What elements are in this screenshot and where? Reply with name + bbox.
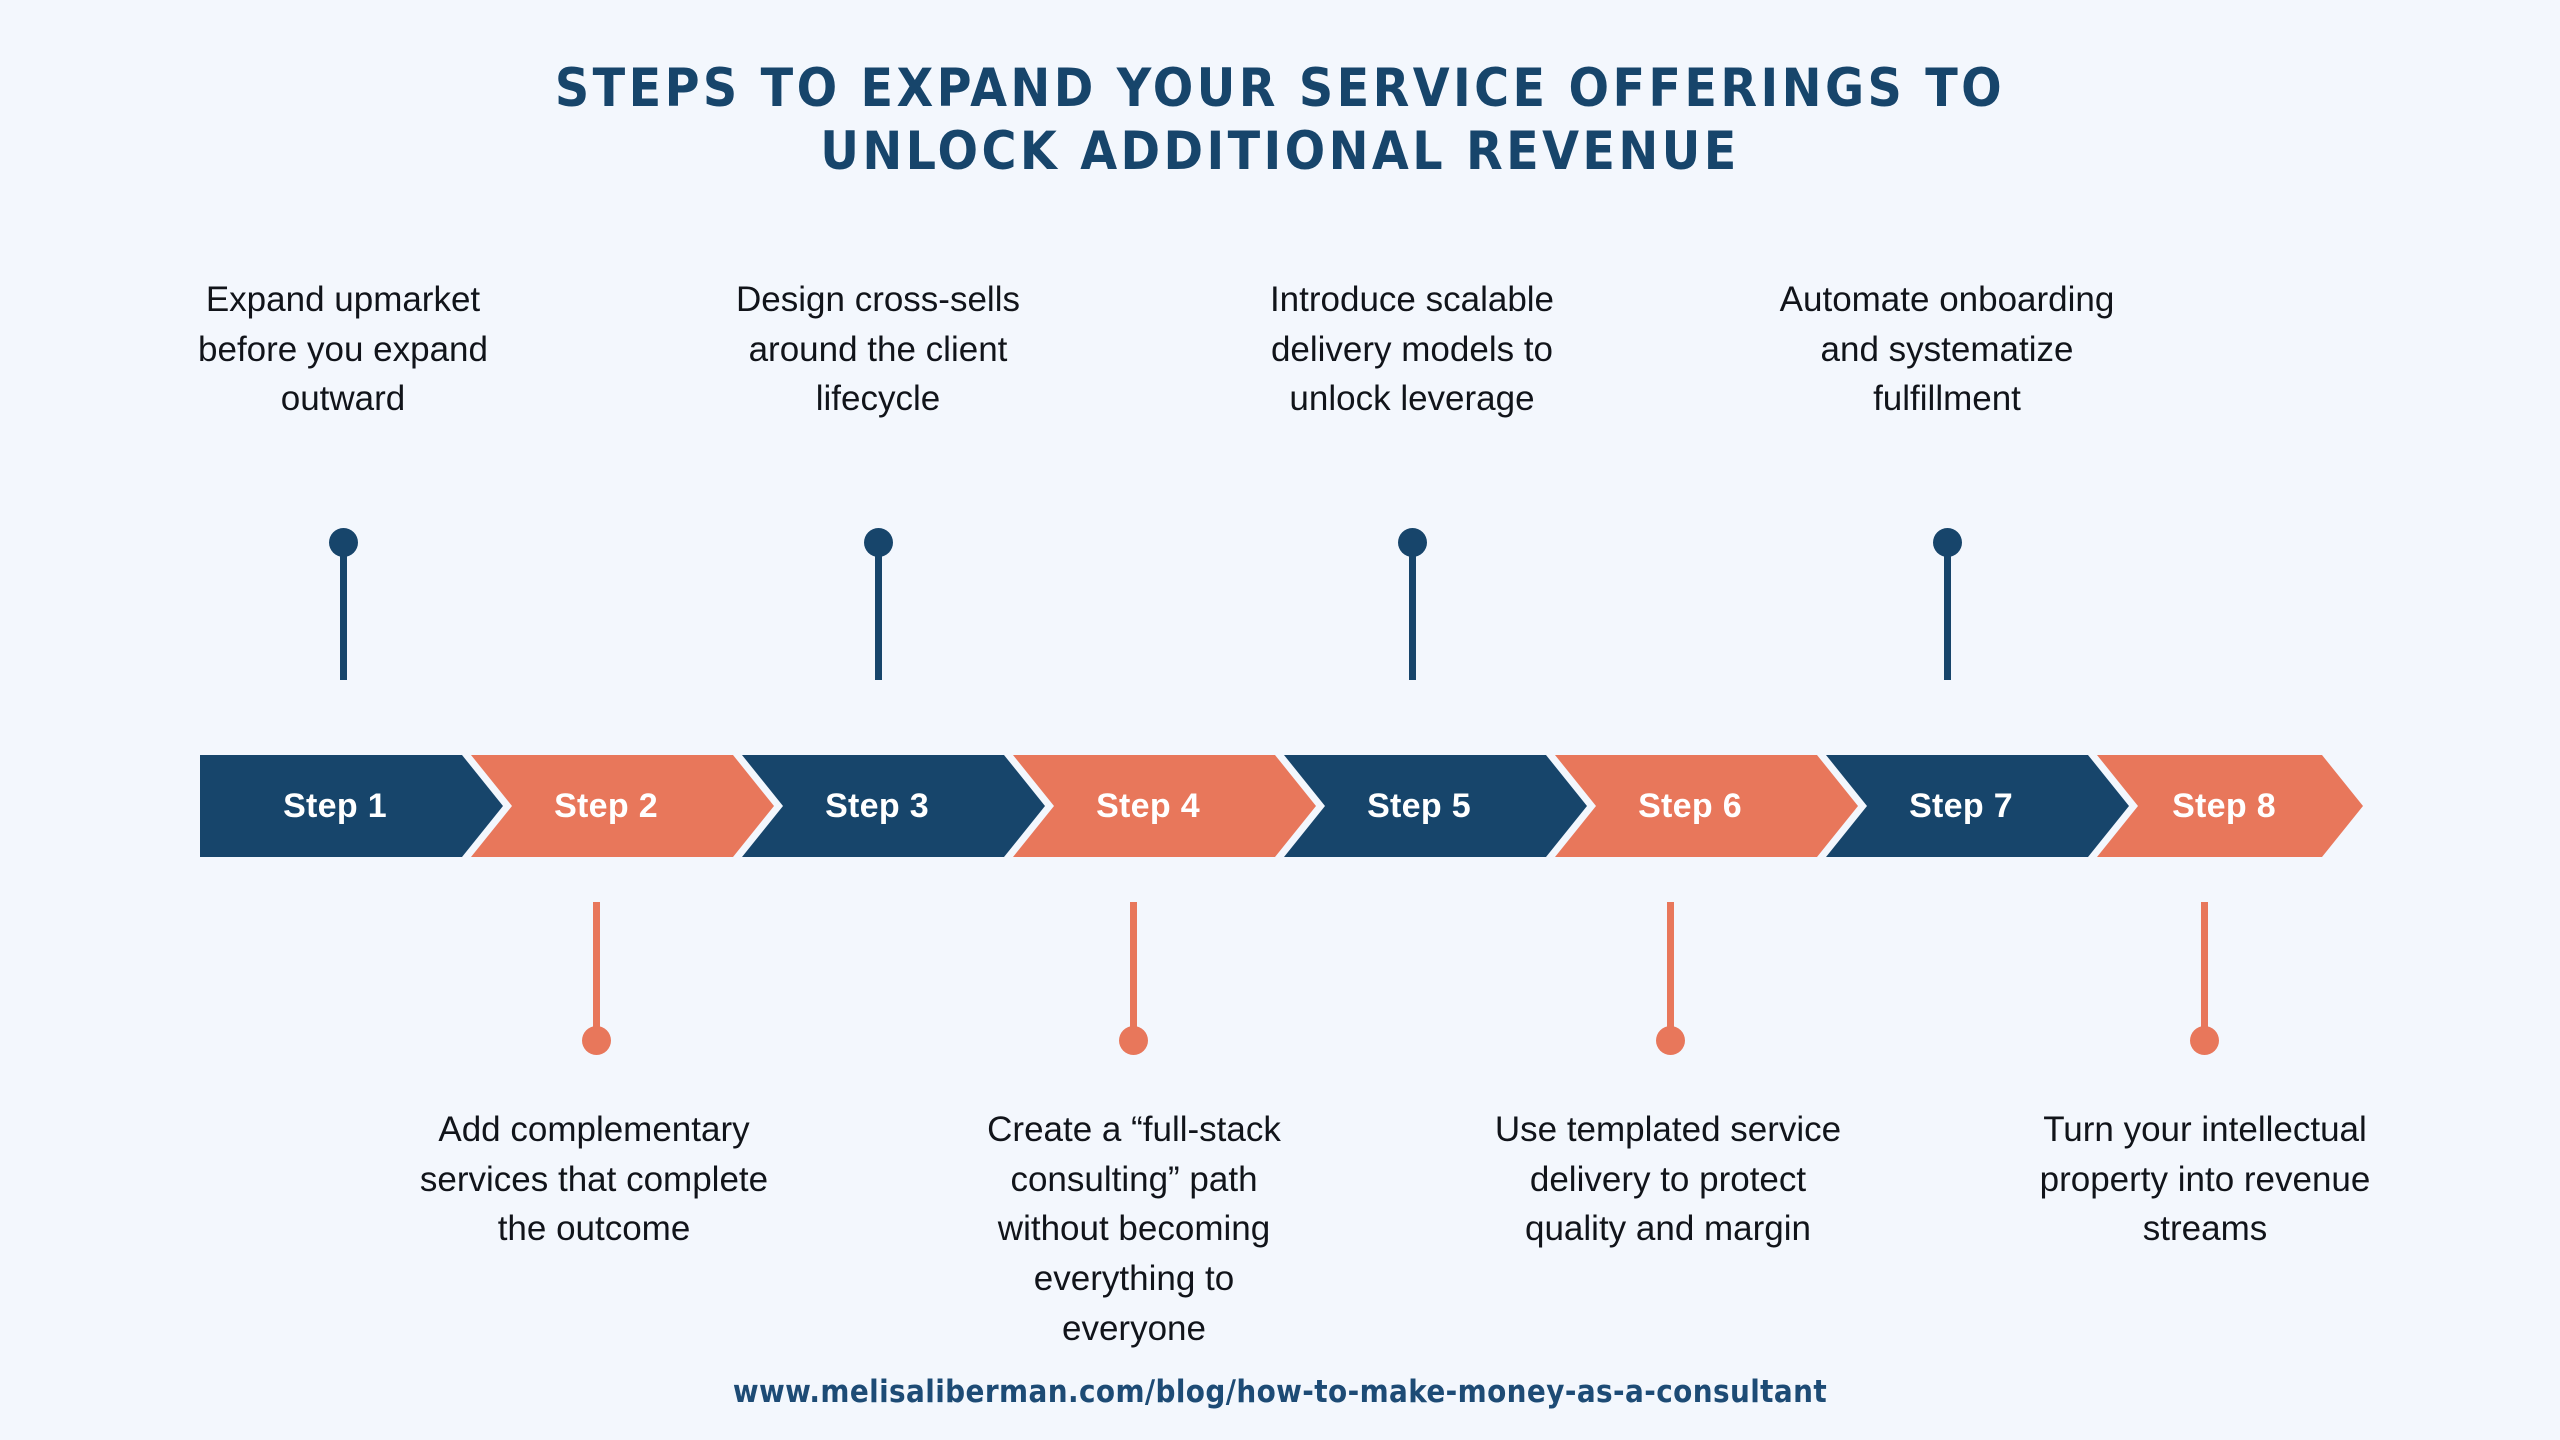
pin-stem-icon [340,542,347,680]
chevron-step-7[interactable] [1826,755,2129,857]
chevron-step-2[interactable] [471,755,774,857]
pin-dot-icon [582,1026,611,1055]
caption-bottom-step-2: Add complementary services that complete… [419,1110,769,1249]
page-title: Steps to expand your service offerings t… [554,58,2006,182]
caption-bottom-step-4: Create a “full-stack consulting” path wi… [987,1110,1281,1348]
chevron-step-6[interactable] [1555,755,1858,857]
pin-stem-icon [1667,902,1674,1040]
chevron-step-4[interactable] [1013,755,1316,857]
pin-stem-icon [2201,902,2208,1040]
pin-dot-icon [2190,1026,2219,1055]
caption-bottom-step-6: Use templated service delivery to protec… [1494,1110,1842,1249]
pin-stem-icon [875,542,882,680]
chevron-step-5[interactable] [1284,755,1587,857]
caption-top-step-7: Automate onboarding and systematize fulf… [1779,280,2115,419]
caption-top-step-3: Design cross-sells around the client lif… [736,280,1020,419]
chevron-step-8[interactable] [2097,755,2363,857]
pin-stem-icon [1130,902,1137,1040]
footer-url[interactable]: www.melisaliberman.com/blog/how-to-make-… [732,1374,1828,1410]
steps-chevron-bar [200,755,2365,857]
chevron-step-3[interactable] [742,755,1045,857]
pin-stem-icon [593,902,600,1040]
pin-stem-icon [1944,542,1951,680]
caption-top-step-5: Introduce scalable delivery models to un… [1269,280,1555,419]
pin-stem-icon [1409,542,1416,680]
caption-top-step-1: Expand upmarket before you expand outwar… [198,280,488,419]
caption-bottom-step-8: Turn your intellectual property into rev… [2039,1110,2371,1249]
pin-dot-icon [1656,1026,1685,1055]
pin-dot-icon [1119,1026,1148,1055]
chevron-step-1[interactable] [200,755,503,857]
